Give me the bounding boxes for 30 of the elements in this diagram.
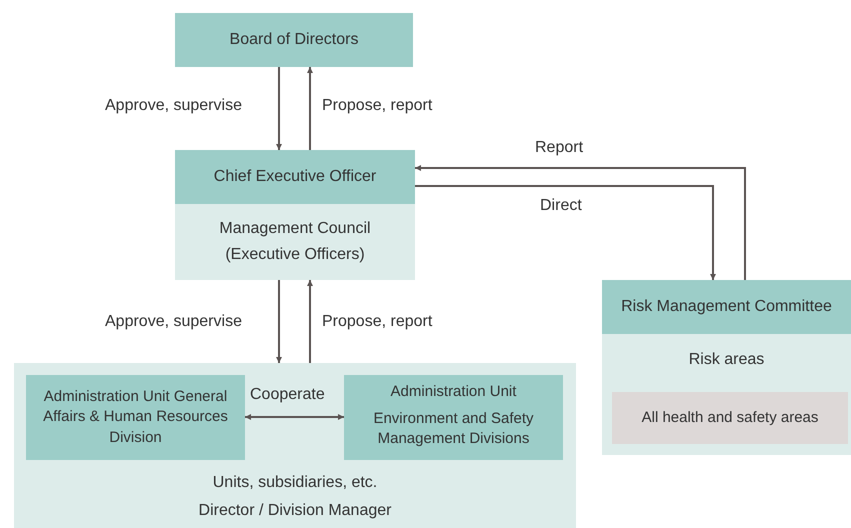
- process-box: [175, 150, 415, 280]
- edge-label: Approve, supervise: [105, 97, 242, 115]
- block-text: Board of Directors: [230, 30, 358, 50]
- arrow: [307, 67, 313, 150]
- header-text: Chief Executive Officer: [214, 167, 376, 188]
- process-box: [344, 375, 563, 460]
- arrow: [245, 414, 344, 420]
- block-text: Director / Division Manager: [198, 501, 392, 522]
- header-text: Administration Unit: [390, 382, 516, 402]
- block-text: Management Council (Executive Officers): [218, 219, 372, 265]
- block-text: Units, subsidiaries, etc.: [212, 473, 378, 494]
- block-text: All health and safety areas: [642, 408, 818, 428]
- header-text: Risk Management Committee: [621, 297, 832, 318]
- edge-label: Report: [535, 139, 584, 157]
- arrow: [276, 280, 282, 363]
- arrow: [415, 185, 716, 280]
- arrow: [276, 67, 282, 150]
- block-text: Risk areas: [688, 350, 764, 370]
- process-box: [26, 375, 245, 460]
- block-text: Environment and Safety Management Divisions: [372, 408, 535, 449]
- edge-label: Propose, report: [322, 97, 432, 115]
- edge-label: Approve, supervise: [105, 313, 242, 331]
- arrow: [307, 280, 313, 363]
- edge-label: Propose, report: [322, 313, 432, 331]
- process-box: [175, 13, 413, 67]
- process-box: [602, 280, 851, 455]
- edge-label: Cooperate: [250, 386, 325, 404]
- block-text: Administration Unit General Affairs & Human Resources Division: [42, 387, 229, 448]
- arrow: [415, 165, 746, 280]
- group-panel: [14, 363, 576, 528]
